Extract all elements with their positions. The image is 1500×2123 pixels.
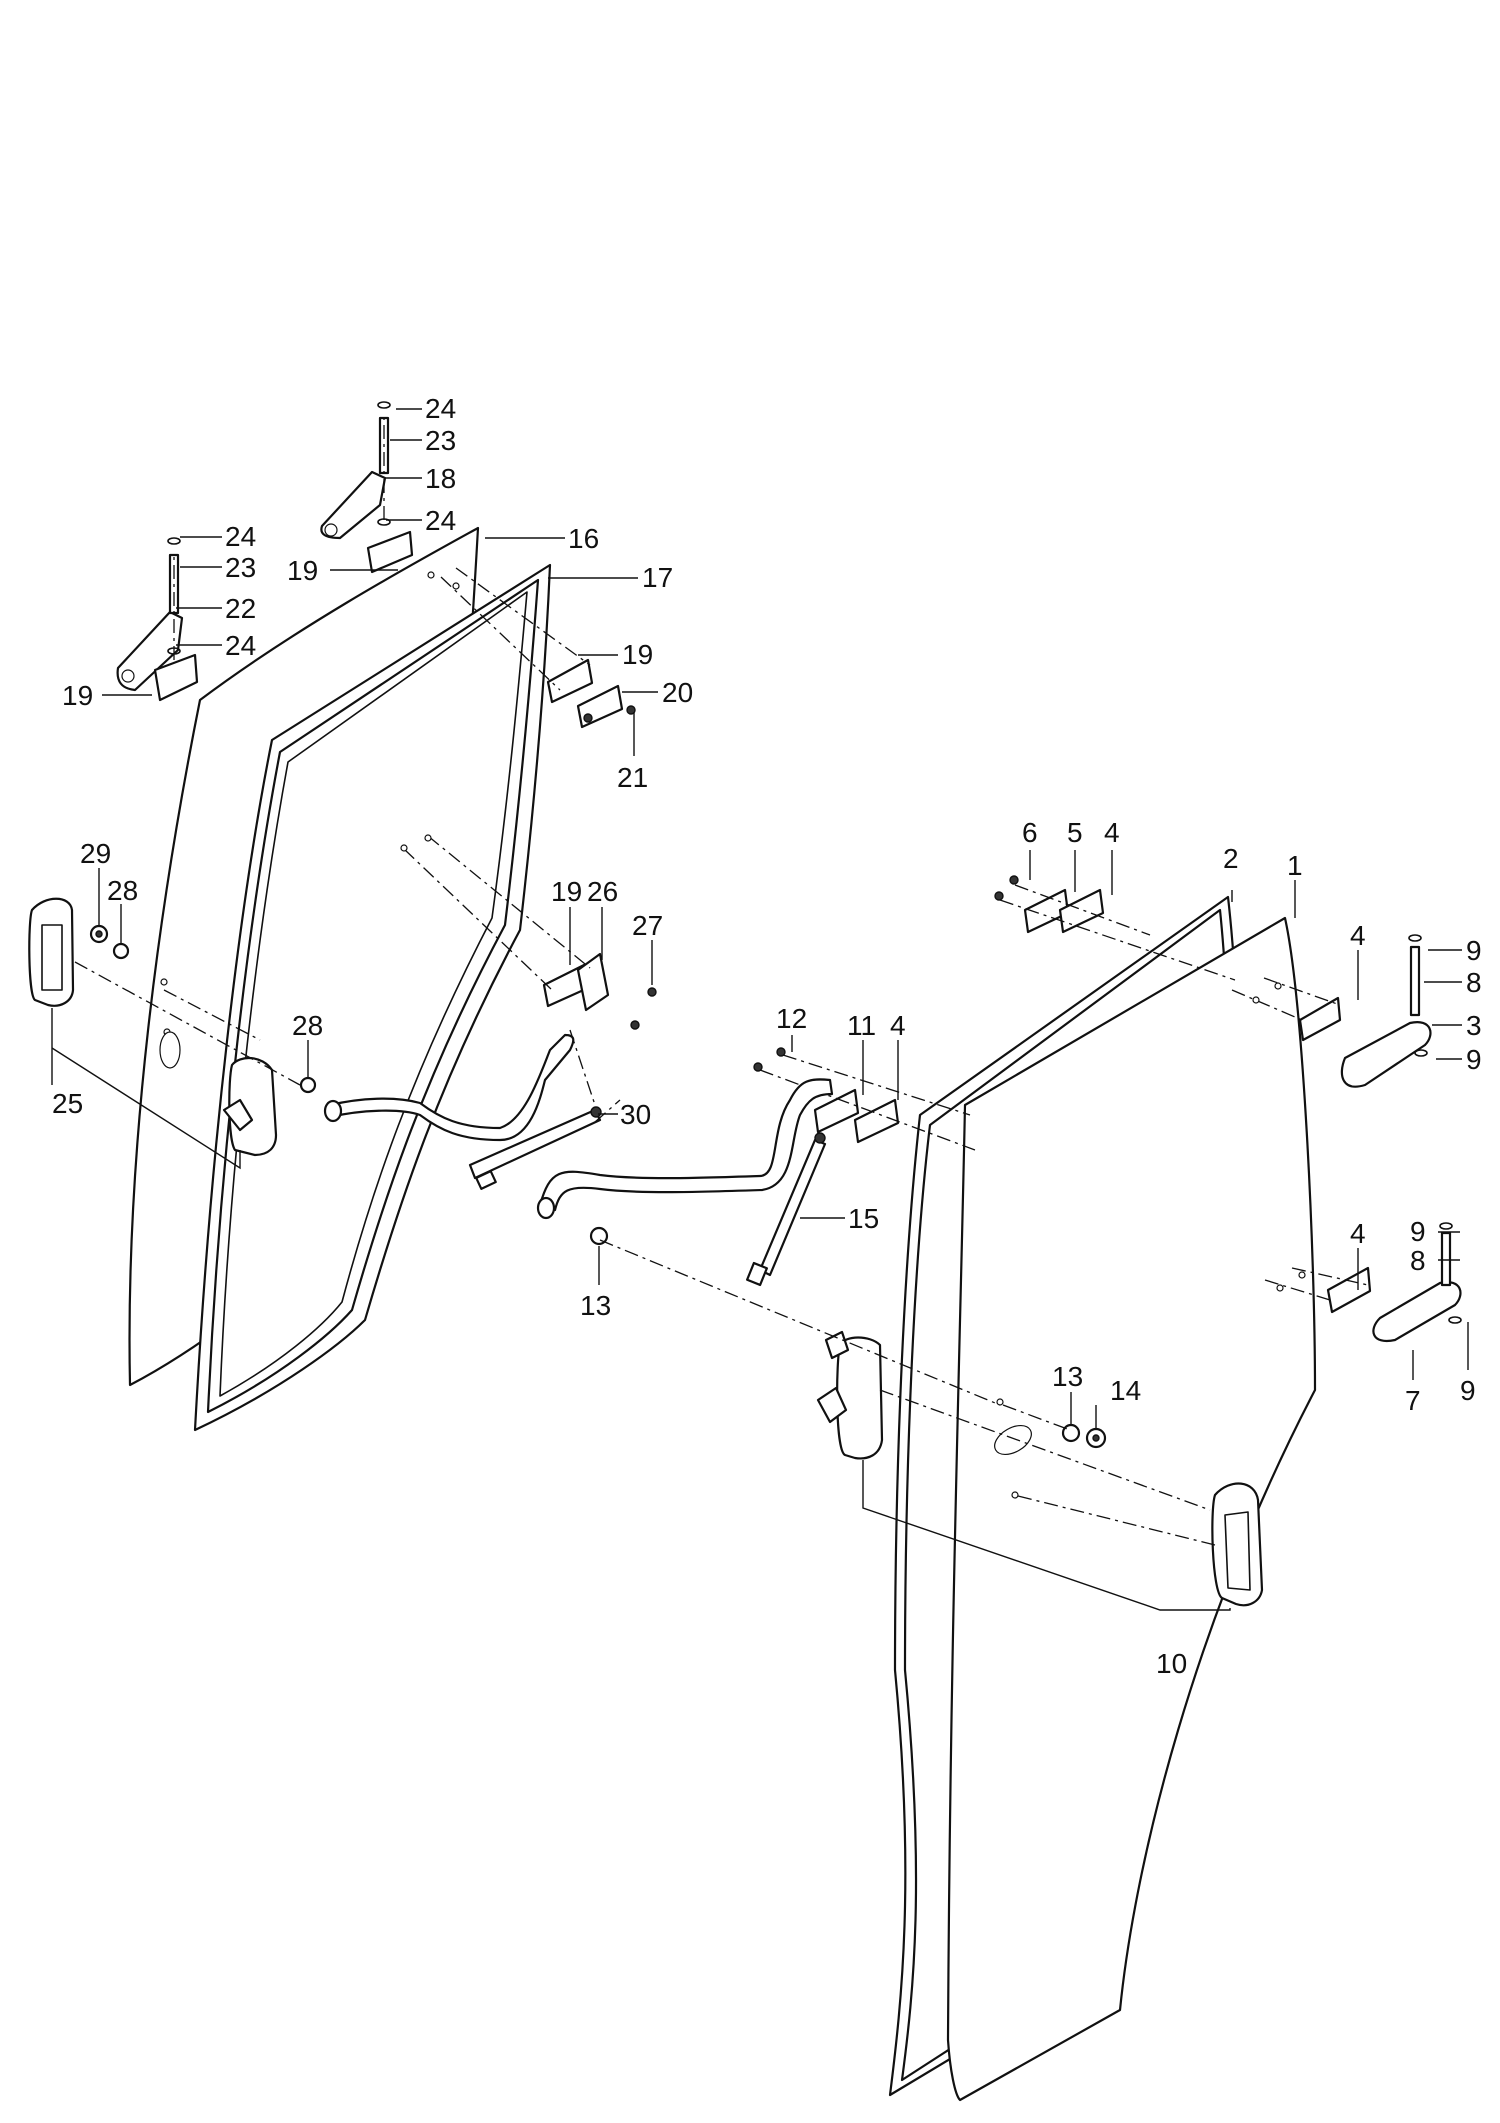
callout-15: 15 [848, 1203, 879, 1234]
callout-21: 21 [617, 762, 648, 793]
leader-lines [51, 408, 1469, 1611]
callout-24: 24 [425, 505, 456, 536]
callout-19: 19 [287, 555, 318, 586]
washer-13b [1061, 1423, 1081, 1443]
latch-assembly-right [836, 1336, 884, 1460]
callout-23: 23 [425, 425, 456, 456]
callout-6: 6 [1022, 817, 1038, 848]
plate-4b [1298, 996, 1342, 1042]
callout-7: 7 [1405, 1385, 1421, 1416]
callout-5: 5 [1067, 817, 1083, 848]
washer-13a [589, 1226, 609, 1246]
callout-20: 20 [662, 677, 693, 708]
right-door-glass [946, 916, 1317, 2102]
callout-27: 27 [632, 910, 663, 941]
plate-19b [153, 653, 199, 702]
callout-2: 2 [1223, 843, 1239, 874]
callout-12: 12 [776, 1003, 807, 1034]
hinge-18 [320, 470, 387, 540]
hinge-22 [116, 610, 184, 692]
callout-9: 9 [1466, 935, 1482, 966]
callout-19: 19 [62, 680, 93, 711]
callout-29: 29 [80, 838, 111, 869]
hinge-3 [1340, 1021, 1432, 1088]
callout-17: 17 [642, 562, 673, 593]
callout-labels: 24 23 18 24 16 19 24 23 17 22 24 19 19 2… [52, 393, 1482, 1679]
callout-24: 24 [425, 393, 456, 424]
callout-22: 22 [225, 593, 256, 624]
callout-19: 19 [622, 639, 653, 670]
callout-4: 4 [1350, 1218, 1366, 1249]
callout-8: 8 [1410, 1245, 1426, 1276]
callout-1: 1 [1287, 850, 1303, 881]
callout-8: 8 [1466, 967, 1482, 998]
callout-9: 9 [1466, 1044, 1482, 1075]
callout-11: 11 [847, 1010, 876, 1041]
callout-9: 9 [1410, 1216, 1426, 1247]
callout-18: 18 [425, 463, 456, 494]
left-door-seal-inner [206, 578, 540, 1414]
callout-23: 23 [225, 552, 256, 583]
callout-28: 28 [292, 1010, 323, 1041]
plate-11 [813, 1088, 860, 1134]
plate-19c [546, 658, 594, 704]
callout-16: 16 [568, 523, 599, 554]
left-door-seal-innermost [219, 591, 528, 1397]
plate-4d [1326, 1266, 1372, 1314]
bracket-26 [576, 952, 610, 1012]
callout-19: 19 [551, 876, 582, 907]
washer-28a [112, 942, 130, 960]
plate-4c [853, 1098, 900, 1144]
hinge-pin-8b [1440, 1231, 1452, 1287]
hinge-7 [1372, 1281, 1462, 1343]
callout-25: 25 [52, 1088, 83, 1119]
callout-10: 10 [1156, 1648, 1187, 1679]
plate-19a [366, 530, 414, 574]
callout-13: 13 [580, 1290, 611, 1321]
grab-rail-right [538, 1078, 834, 1212]
gas-strut-right [758, 1138, 827, 1277]
callout-4: 4 [890, 1010, 906, 1041]
callout-30: 30 [620, 1099, 651, 1130]
gas-strut-left [468, 1108, 602, 1180]
callout-3: 3 [1466, 1010, 1482, 1041]
callout-24: 24 [225, 630, 256, 661]
callout-4: 4 [1350, 920, 1366, 951]
callout-9: 9 [1460, 1375, 1476, 1406]
callout-14: 14 [1110, 1375, 1141, 1406]
callout-28: 28 [107, 875, 138, 906]
plate-4a [1058, 888, 1105, 934]
hinge-pin-8a [1409, 945, 1421, 1017]
washer-28b [299, 1076, 317, 1094]
callout-26: 26 [587, 876, 618, 907]
callout-13: 13 [1052, 1361, 1083, 1392]
exterior-handle-right [1211, 1482, 1264, 1607]
callout-4: 4 [1104, 817, 1120, 848]
callout-24: 24 [225, 521, 256, 552]
